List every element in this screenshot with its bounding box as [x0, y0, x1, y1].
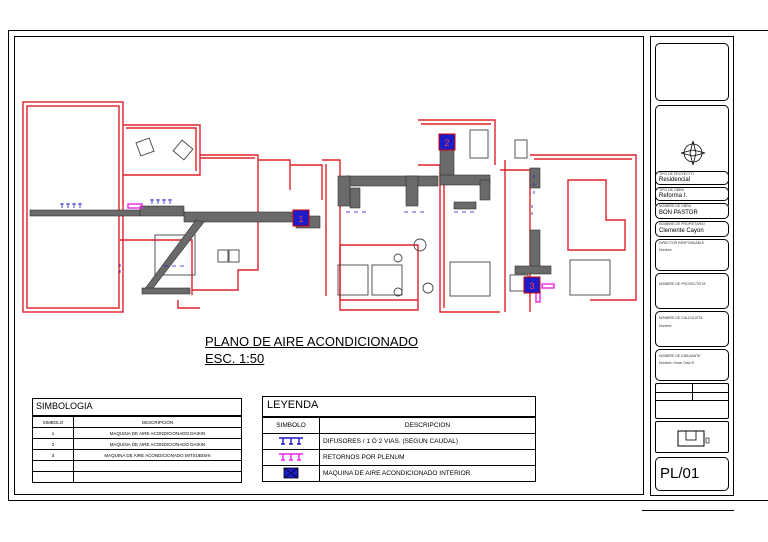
tb-key-plan — [655, 421, 729, 453]
table-row: RETORNOS POR PLENUM — [262, 449, 536, 466]
outer-border-bottom — [8, 500, 768, 501]
plan-title: PLANO DE AIRE ACONDICIONADO — [205, 334, 419, 349]
tb-field-label: NOMBRE DE DIBUJANTE — [659, 354, 701, 358]
leyenda-header-row: SIMBOLO DESCRIPCION — [262, 417, 536, 434]
drawing-sheet — [14, 36, 644, 495]
tb-field-work-name: NOMBRE DE OBRA BON PASTOR — [655, 203, 729, 219]
tb-field-value: Clemente Cayon — [659, 228, 704, 234]
tb-field-value: Residencial — [659, 177, 691, 183]
leyenda-descripcion: DIFUSORES / 1 Ó 2 VIAS. (SEGUN CAUDAL) — [319, 433, 536, 450]
simbologia-header-descripcion: DESCRIPCION — [73, 416, 242, 428]
tb-field-label: NOMBRE DE PROPIETARIO — [659, 222, 705, 226]
tb-field-value: Nombre: Omar Ortiz R. — [659, 361, 695, 365]
empty-cell — [32, 471, 74, 483]
table-row: 1 MAQUINA DE AIRE ACONDICIONADO DAIKIN — [32, 427, 242, 439]
tb-field-label: TIPO DE OBRA — [659, 188, 684, 192]
tb-field-work-type: TIPO DE OBRA Reforma I. — [655, 187, 729, 201]
tb-field-drafter: NOMBRE DE DIBUJANTE Nombre: Omar Ortiz R… — [655, 349, 729, 381]
leyenda-header-simbolo: SIMBOLO — [262, 417, 320, 434]
empty-cell — [73, 471, 242, 483]
simbologia-simbolo: 1 — [32, 427, 74, 439]
table-row: MAQUINA DE AIRE ACONDICIONADO INTERIOR — [262, 465, 536, 482]
table-row — [32, 460, 242, 472]
tb-field-designer: NOMBRE DE PROYECTISTA — [655, 273, 729, 309]
plan-scale: ESC. 1:50 — [205, 351, 265, 366]
tb-field-director: DIRECTOR RESPONSABLE Nombre: — [655, 239, 729, 271]
tb-field-value: Reforma I. — [659, 193, 688, 199]
leyenda-title: LEYENDA — [262, 396, 536, 417]
empty-cell — [73, 460, 242, 472]
tb-field-value: Nombre: — [659, 248, 673, 252]
indoor-unit-symbol-icon — [262, 465, 320, 482]
tb-field-label: TIPO DE PROYECTO — [659, 172, 694, 176]
tb-field-value: Nombre: — [659, 324, 673, 328]
leyenda-descripcion: RETORNOS POR PLENUM — [319, 449, 536, 466]
title-block-logo-box — [655, 43, 729, 101]
diffuser-symbol-icon — [262, 433, 320, 450]
leyenda-descripcion: MAQUINA DE AIRE ACONDICIONADO INTERIOR — [319, 465, 536, 482]
simbologia-title: SIMBOLOGIA — [32, 398, 242, 416]
tb-field-label: NOMBRE DE CALCULISTA — [659, 316, 703, 320]
table-row — [32, 471, 242, 483]
outer-border-top — [8, 30, 768, 31]
tb-field-calculist: NOMBRE DE CALCULISTA Nombre: — [655, 311, 729, 347]
table-row: 2 MAQUINA DE AIRE ACONDICIONADO DAIKIN — [32, 438, 242, 450]
tb-field-label: DIRECTOR RESPONSABLE — [659, 241, 705, 245]
plenum-return-symbol-icon — [262, 449, 320, 466]
tb-field-owner: NOMBRE DE PROPIETARIO Clemente Cayon — [655, 221, 729, 237]
simbologia-descripcion: MAQUINA DE AIRE ACONDICIONADO DAIKIN — [73, 438, 242, 450]
tb-field-project-type: TIPO DE PROYECTO Residencial — [655, 171, 729, 185]
leyenda-table: LEYENDA SIMBOLO DESCRIPCION DIFUSORES / … — [262, 396, 536, 482]
simbologia-header-simbolo: SIMBOLO — [32, 416, 74, 428]
sheet-number: PL/01 — [655, 457, 729, 491]
simbologia-simbolo: 2 — [32, 438, 74, 450]
tb-field-value: BON PASTOR — [659, 210, 698, 216]
simbologia-table: SIMBOLOGIA SIMBOLO DESCRIPCION 1 MAQUINA… — [32, 398, 242, 483]
tb-field-label: NOMBRE DE OBRA — [659, 204, 692, 208]
tb-field-label: NOMBRE DE PROYECTISTA — [659, 282, 706, 286]
simbologia-descripcion: MAQUINA DE AIRE ACONDICIONADO MITSUBISHI — [73, 449, 242, 461]
north-arrow-icon — [680, 140, 706, 166]
simbologia-header-row: SIMBOLO DESCRIPCION — [32, 416, 242, 428]
simbologia-simbolo: 3 — [32, 449, 74, 461]
table-row: DIFUSORES / 1 Ó 2 VIAS. (SEGUN CAUDAL) — [262, 433, 536, 450]
reference-line — [642, 510, 734, 511]
simbologia-descripcion: MAQUINA DE AIRE ACONDICIONADO DAIKIN — [73, 427, 242, 439]
key-plan-icon — [677, 430, 710, 447]
outer-border-left — [8, 30, 9, 500]
leyenda-header-descripcion: DESCRIPCION — [319, 417, 536, 434]
empty-cell — [32, 460, 74, 472]
title-block: N TIPO DE PROYECTO Residencial TIPO DE O… — [650, 36, 734, 496]
tb-scale-date-grid — [655, 383, 729, 419]
table-row: 3 MAQUINA DE AIRE ACONDICIONADO MITSUBIS… — [32, 449, 242, 461]
